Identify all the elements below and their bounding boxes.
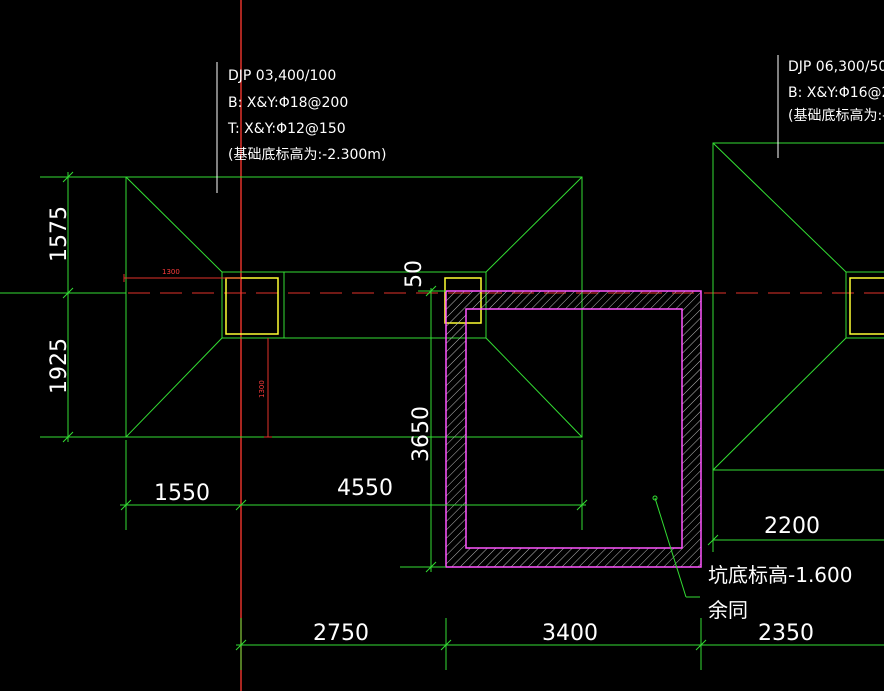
bottom-rebar-spec: B: X&Y:Φ18@200: [228, 95, 348, 111]
footing-slope-line: [125, 176, 223, 273]
dimension-text: 2200: [764, 514, 820, 539]
dimension-text: 1300: [258, 380, 266, 398]
dimension-text: 4550: [337, 476, 393, 501]
footing-slope-line: [125, 337, 223, 438]
footing-left-pedestal: [221, 271, 285, 339]
dimension-tick: [62, 287, 74, 299]
pit-wall: [445, 290, 702, 568]
dimension-tick: [120, 499, 132, 511]
footing-right-outline: [712, 142, 884, 471]
dimension-text: 3400: [542, 621, 598, 646]
dimension-small-red: [123, 274, 272, 438]
foundation-elevation: (基础底标高为:-2.300m): [228, 146, 386, 163]
dimension-tick: [440, 639, 452, 651]
dimension-tick: [425, 561, 437, 573]
column-right[interactable]: [849, 277, 884, 335]
pit-bottom-elevation: 坑底标高-1.600: [708, 563, 852, 587]
foundation-elevation: (基础底标高为:-2.3: [788, 107, 884, 124]
dimension-tick: [62, 171, 74, 183]
callout-dot: [652, 495, 658, 501]
pit[interactable]: [445, 290, 702, 568]
dimension-text: 2750: [313, 621, 369, 646]
foundation-note-right[interactable]: DJP 06,300/50 B: X&Y:Φ16@2 (基础底标高为:-2.3: [788, 59, 884, 124]
dimension-tick: [576, 499, 588, 511]
dimension-text: 1925: [47, 338, 72, 394]
dimension-text: 1300: [162, 268, 180, 276]
dimension-tick: [62, 431, 74, 443]
foundation-id: DJP 06,300/50: [788, 59, 884, 75]
dimension-tick: [695, 639, 707, 651]
dimension-tick: [707, 534, 719, 546]
footing-right[interactable]: [712, 142, 884, 471]
pit-callout[interactable]: 坑底标高-1.600 余同: [652, 495, 852, 622]
foundation-note-left[interactable]: DJP 03,400/100 B: X&Y:Φ18@200 T: X&Y:Φ12…: [227, 68, 386, 163]
dimension-text: 50: [402, 260, 427, 288]
dimension-pit: [400, 285, 446, 573]
dimension-right: [707, 470, 884, 552]
dimension-tick: [235, 639, 247, 651]
pit-same-note: 余同: [708, 598, 748, 622]
callout-leader: [654, 497, 687, 598]
dimension-text: 1575: [47, 206, 72, 262]
dimension-tick: [425, 285, 437, 297]
top-rebar-spec: T: X&Y:Φ12@150: [227, 121, 346, 137]
dimension-bottom-footing: [120, 440, 588, 530]
dimension-text: 3650: [409, 406, 434, 462]
footing-slope-line: [712, 337, 847, 471]
dimension-text: 1550: [154, 481, 210, 506]
dimension-grid: [235, 618, 884, 670]
dimension-tick: [235, 499, 247, 511]
footing-slope-line: [485, 337, 583, 438]
foundation-id: DJP 03,400/100: [228, 68, 336, 84]
dimension-text: 2350: [758, 621, 814, 646]
footing-slope-line: [485, 176, 583, 273]
column-left[interactable]: [225, 277, 279, 335]
dimension-left-vertical: [0, 171, 126, 443]
bottom-rebar-spec: B: X&Y:Φ16@2: [788, 85, 884, 101]
footing-slope-line: [712, 142, 847, 273]
